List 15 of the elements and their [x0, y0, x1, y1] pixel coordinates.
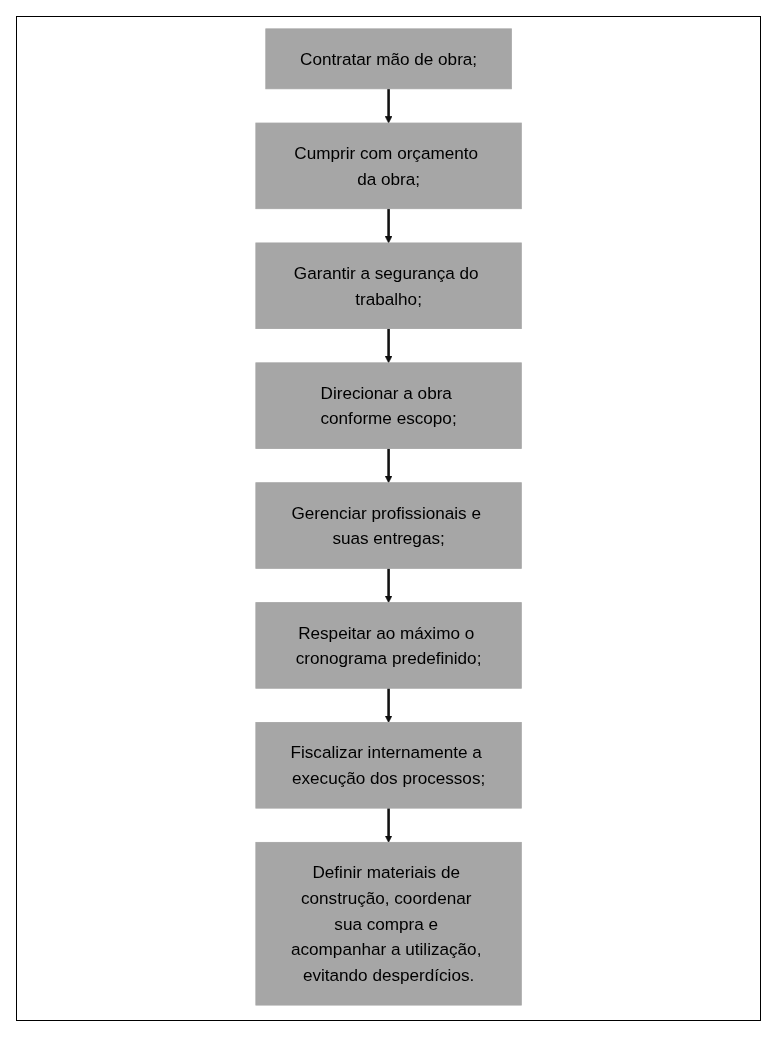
node-box: Respeitar ao máximo o cronograma predefinido; [255, 601, 522, 689]
arrow [384, 328, 393, 363]
arrow [384, 208, 393, 243]
node-box: Cumprir com orçamento da obra; [255, 122, 522, 209]
arrow [384, 687, 393, 723]
node-box: Fiscalizar internamente a execução dos processos; [255, 721, 522, 809]
node-box: Gerenciar profissionais e suas entregas; [255, 481, 522, 569]
arrow [384, 567, 393, 603]
arrow [384, 448, 393, 483]
arrow [384, 88, 393, 123]
node-box: Garantir a segurança do trabalho; [255, 242, 522, 329]
node-box: Definir materiais de construção, coordenar sua compra e acompanhar a utilização, evitando desperdícios. [255, 841, 522, 1006]
arrow [384, 807, 393, 843]
node-box: Direcionar a obra conforme escopo; [255, 361, 522, 449]
node-box: Contratar mão de obra; [265, 27, 512, 89]
